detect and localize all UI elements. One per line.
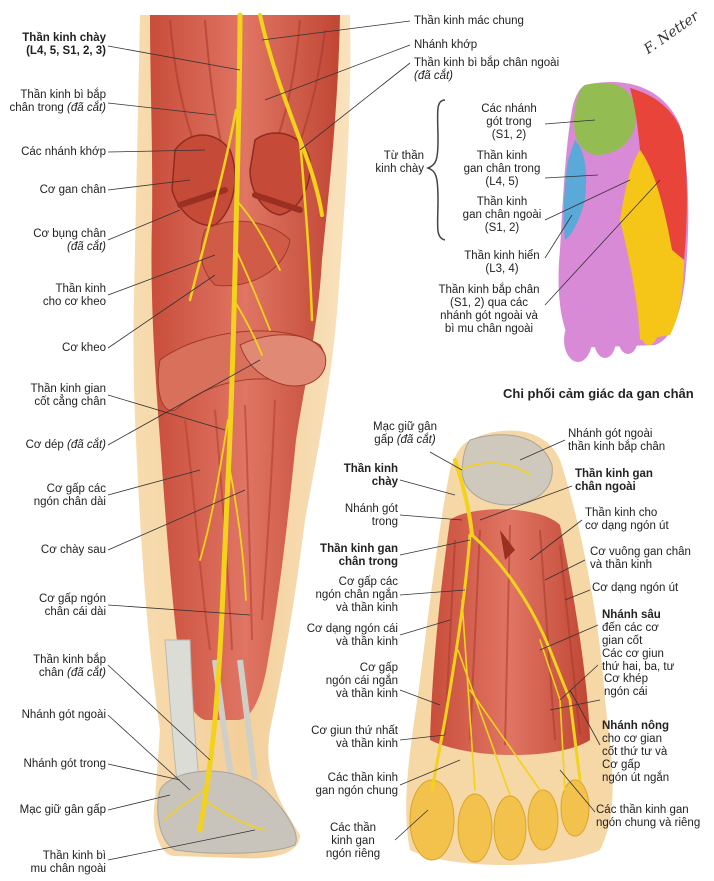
label-flexor-retinaculum: Mạc giữ gân gấp: [19, 804, 106, 816]
sole-toe-5: [560, 779, 590, 837]
sensory-map-caption: Chi phối cảm giác da gan chân: [503, 386, 694, 401]
toe-5: [658, 305, 674, 331]
soleus-flap: [239, 334, 327, 387]
label-lateral-sural-cutaneous-nerve: Thần kinh bì bắp chân ngoài(đã cắt): [414, 57, 560, 82]
label-abductor-digiti-minimi: Cơ dạng ngón út: [592, 582, 679, 594]
heel: [157, 770, 297, 854]
label-tibialis-posterior: Cơ chày sau: [40, 544, 106, 556]
sensory-sole-map: [425, 81, 689, 362]
sole-toe-4: [527, 789, 559, 851]
label-articular-branches: Các nhánh khớp: [21, 146, 106, 158]
sole-toe-3: [493, 795, 527, 861]
group-brace: [425, 99, 446, 241]
label-soleus-muscle: Cơ dép (đã cắt): [25, 439, 106, 451]
zone-medial-calcaneal: [574, 82, 636, 155]
leader-lines: [107, 20, 661, 861]
toe-2: [594, 322, 616, 358]
label-plantaris-muscle: Cơ gan chân: [39, 184, 106, 196]
zone-lateral-plantar: [620, 150, 684, 340]
sole-toe-2: [457, 793, 493, 863]
zone-sural: [630, 88, 687, 260]
popliteus: [200, 220, 291, 287]
medial-sural-nerve: [188, 108, 238, 302]
sole-tibial-nerve: [453, 458, 474, 537]
toe-4: [640, 315, 658, 345]
label-gastrocnemius-muscle: Cơ bụng chân(đã cắt): [33, 228, 106, 253]
zone-saphenous: [563, 140, 587, 240]
common-fibular-nerve: [258, 13, 324, 217]
leg-illustration: [133, 12, 351, 859]
label-tibial-nerve: Thần kinh chày(L4, 5, S1, 2, 3): [22, 32, 106, 57]
label-popliteus-muscle: Cơ kheo: [62, 342, 106, 354]
sole-medial-plantar-nerve: [430, 533, 472, 792]
toe-1: [564, 318, 592, 362]
label-articular-branch: Nhánh khớp: [414, 39, 478, 51]
label-medial-calcaneal-branch: Nhánh gót trong: [23, 758, 106, 770]
sole-lateral-plantar-nerve: [470, 533, 582, 782]
label-common-fibular-nerve: Thần kinh mác chung: [414, 15, 524, 27]
toe-3: [618, 322, 638, 354]
sole-muscles: [430, 509, 590, 755]
sural-nerve: [298, 138, 314, 322]
label-saphenous-nerve: Thần kinh hiển(L3, 4): [464, 250, 540, 275]
label-lateral-calcaneal-branch: Nhánh gót ngoài: [21, 709, 106, 721]
sole-dissection: [406, 430, 613, 865]
sole-toe-1: [409, 779, 455, 861]
heel-pad: [461, 434, 553, 506]
